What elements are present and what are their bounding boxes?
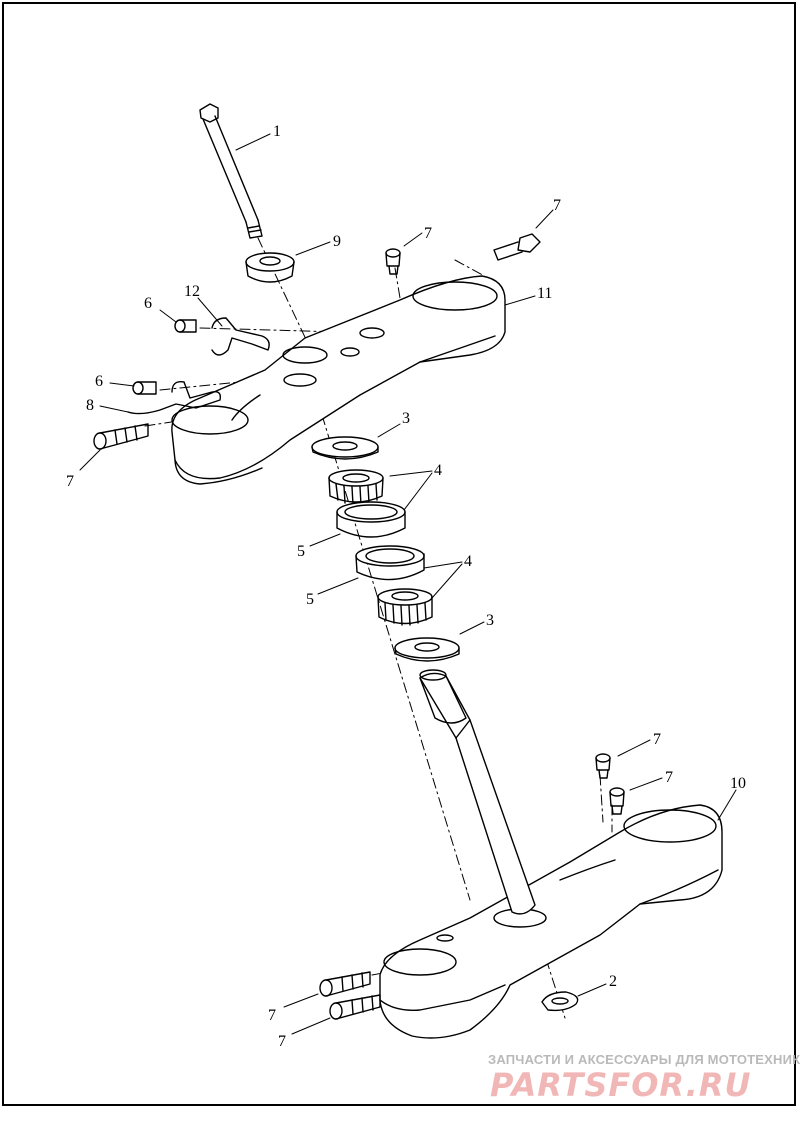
part-10-lower-fork-bracket	[379, 804, 723, 1039]
callout-5-lower: 5	[306, 591, 314, 608]
part-7-screw-lower-left-b	[329, 994, 381, 1020]
callout-7-top-right: 7	[553, 197, 561, 214]
callout-7-left: 7	[66, 473, 74, 490]
part-12-wire-clip	[211, 317, 270, 356]
callout-6-lower: 6	[95, 373, 103, 390]
part-7-screw-top	[385, 248, 401, 275]
callout-3-lower: 3	[486, 612, 494, 629]
callout-7-lower-right-b: 7	[665, 769, 673, 786]
callout-7-top: 7	[424, 225, 432, 242]
diagram-frame	[2, 2, 796, 1106]
part-8-wire-clip	[127, 381, 222, 415]
callout-6-upper: 6	[144, 295, 152, 312]
part-3-dust-shield-upper	[311, 436, 379, 460]
callout-3-upper: 3	[402, 410, 410, 427]
callout-10: 10	[730, 775, 746, 792]
callout-4-lower: 4	[464, 553, 472, 570]
callout-8: 8	[86, 397, 94, 414]
callout-2: 2	[609, 973, 617, 990]
callout-7-lower-right-a: 7	[653, 731, 661, 748]
part-9-stem-nut	[245, 252, 295, 283]
part-5-bearing-race-upper	[336, 501, 406, 538]
part-7-screw-lower-left-a	[319, 971, 371, 997]
steering-stem	[419, 669, 536, 915]
part-2-retaining-ring	[541, 991, 579, 1012]
part-1-pinch-bolt	[199, 103, 263, 239]
callout-7-lower-left-a: 7	[268, 1007, 276, 1024]
part-6-screw-upper	[174, 319, 197, 333]
callout-1: 1	[273, 123, 281, 140]
callout-7-lower-left-b: 7	[278, 1033, 286, 1050]
part-11-upper-fork-bracket	[171, 275, 506, 485]
part-7-screw-left	[93, 423, 149, 450]
watermark-logo: PARTSFOR.RU	[490, 1066, 752, 1104]
part-6-screw-lower	[132, 381, 157, 395]
part-5-bearing-race-lower	[355, 545, 425, 581]
part-7-screw-lower-right-a	[595, 753, 611, 779]
part-7-screw-lower-right-b	[609, 787, 625, 815]
part-7-screw-top-right	[493, 233, 541, 261]
callout-12: 12	[184, 283, 200, 300]
callout-11: 11	[537, 285, 552, 302]
callout-5-upper: 5	[297, 543, 305, 560]
callout-leader-lines	[79, 133, 737, 1035]
callout-labels: 1 9 7 7 11 6 12 6 8 7 3 4 5 5 4 3 7 7 10…	[66, 123, 746, 1050]
callout-9: 9	[333, 233, 341, 250]
watermark-caption: ЗАПЧАСТИ И АКСЕССУАРЫ ДЛЯ МОТОТЕХНИКИ	[488, 1052, 800, 1067]
part-4-bearing-upper	[328, 469, 384, 506]
callout-4-upper: 4	[434, 462, 442, 479]
part-4-bearing-lower	[377, 588, 433, 626]
assembly-axis-lines	[144, 237, 613, 1019]
part-3-dust-shield-lower	[394, 637, 460, 662]
